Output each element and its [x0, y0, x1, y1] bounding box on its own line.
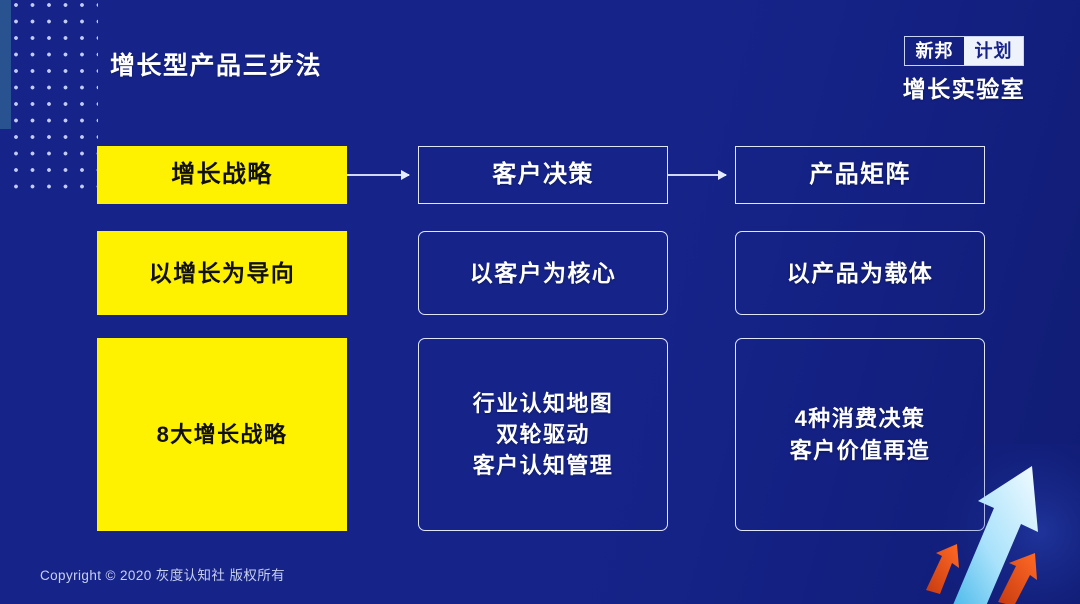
node-growth-oriented[interactable]: 以增长为导向	[97, 231, 347, 315]
node-customer-decision[interactable]: 客户决策	[418, 146, 668, 204]
node-label: 行业认知地图 双轮驱动 客户认知管理	[472, 390, 614, 479]
brand-subtitle: 增长实验室	[902, 76, 1026, 102]
copyright-footer: Copyright © 2020 灰度认知社 版权所有	[40, 568, 286, 583]
brand-logo: 新邦 计划 增长实验室	[888, 36, 1040, 104]
node-product-carrier[interactable]: 以产品为载体	[735, 231, 985, 315]
node-label: 增长战略	[171, 160, 273, 188]
node-label: 以产品为载体	[786, 259, 934, 286]
node-product-detail-list[interactable]: 4种消费决策 客户价值再造	[735, 338, 985, 531]
page-title: 增长型产品三步法	[110, 52, 323, 80]
node-label: 8大增长战略	[156, 421, 288, 447]
node-label: 产品矩阵	[809, 160, 911, 188]
arrow-connector-2-icon	[668, 170, 727, 180]
diagram-column-1: 增长战略 以增长为导向 8大增长战略	[97, 146, 347, 531]
node-label: 4种消费决策 客户价值再造	[789, 406, 931, 463]
node-growth-strategy[interactable]: 增长战略	[97, 146, 347, 204]
node-customer-centric[interactable]: 以客户为核心	[418, 231, 668, 315]
three-step-diagram: 增长战略 以增长为导向 8大增长战略 客户决策 以客户为核心 行业认知地图 双轮…	[97, 146, 985, 531]
node-label: 客户决策	[492, 160, 594, 188]
brand-badge-left-text: 新邦	[915, 41, 954, 61]
diagram-column-2: 客户决策 以客户为核心 行业认知地图 双轮驱动 客户认知管理	[418, 146, 668, 531]
arrow-connector-1-icon	[347, 170, 410, 180]
node-product-matrix[interactable]: 产品矩阵	[735, 146, 985, 204]
diagram-column-3: 产品矩阵 以产品为载体 4种消费决策 客户价值再造	[735, 146, 985, 531]
brand-badge-right-text: 计划	[964, 37, 1023, 65]
brand-badge: 新邦 计划	[904, 36, 1024, 66]
node-eight-growth-strategies[interactable]: 8大增长战略	[97, 338, 347, 531]
node-label: 以增长为导向	[148, 259, 296, 286]
node-customer-detail-list[interactable]: 行业认知地图 双轮驱动 客户认知管理	[418, 338, 668, 531]
left-accent-bar	[0, 0, 11, 129]
dot-grid-decoration	[14, 0, 98, 195]
node-label: 以客户为核心	[469, 259, 617, 286]
